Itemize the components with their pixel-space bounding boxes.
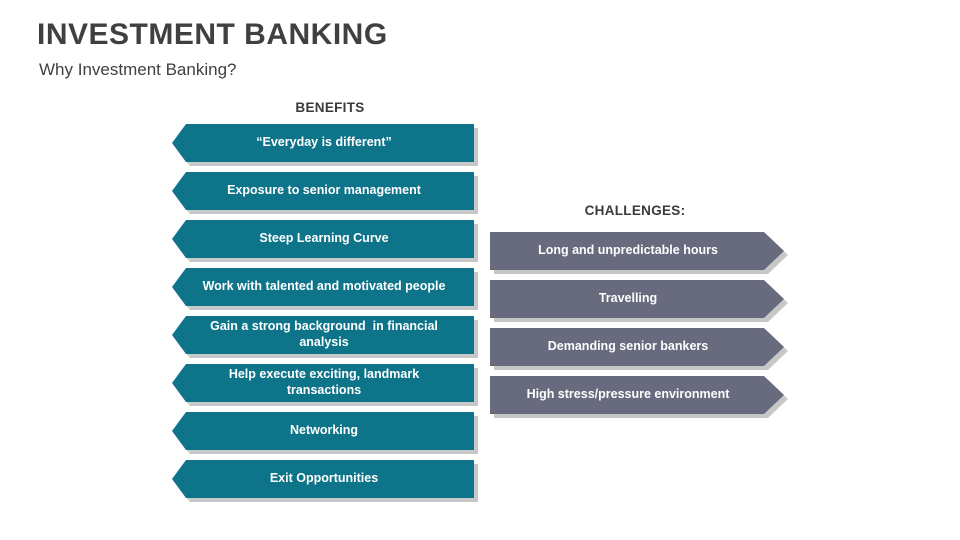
benefit-item[interactable]: “Everyday is different” (172, 124, 478, 166)
benefit-item-label: Help execute exciting, landmark transact… (228, 367, 423, 397)
benefit-arrow-shape[interactable]: Help execute exciting, landmark transact… (172, 364, 474, 402)
challenge-item[interactable]: Demanding senior bankers (490, 328, 784, 366)
benefit-item-label: Exposure to senior management (227, 183, 421, 198)
benefit-item-label: Networking (289, 423, 359, 438)
challenge-item[interactable]: Travelling (490, 280, 784, 318)
challenges-heading: CHALLENGES: (584, 203, 686, 218)
challenge-item-label: High stress/pressure environment (526, 387, 730, 402)
benefit-arrow-shape[interactable]: Exit Opportunities (172, 460, 474, 498)
benefit-item[interactable]: Help execute exciting, landmark transact… (172, 364, 478, 406)
benefit-item[interactable]: Work with talented and motivated people (172, 268, 478, 310)
benefit-item[interactable]: Steep Learning Curve (172, 220, 478, 262)
challenge-arrow-shape[interactable]: Demanding senior bankers (490, 328, 784, 366)
page-subtitle: Why Investment Banking? (39, 60, 237, 79)
benefit-arrow-shape[interactable]: Work with talented and motivated people (172, 268, 474, 306)
benefit-arrow-shape[interactable]: Gain a strong background in financial an… (172, 316, 474, 354)
benefit-item[interactable]: Exposure to senior management (172, 172, 478, 214)
benefit-item[interactable]: Exit Opportunities (172, 460, 478, 502)
challenge-arrow-shape[interactable]: Travelling (490, 280, 784, 318)
benefit-item-label: “Everyday is different” (256, 135, 392, 150)
benefits-heading: BENEFITS (295, 100, 365, 115)
benefit-arrow-shape[interactable]: Networking (172, 412, 474, 450)
challenge-item-label: Travelling (598, 291, 658, 306)
challenge-arrow-shape[interactable]: Long and unpredictable hours (490, 232, 784, 270)
benefit-item[interactable]: Gain a strong background in financial an… (172, 316, 478, 358)
challenge-item[interactable]: High stress/pressure environment (490, 376, 784, 414)
benefit-item-label: Work with talented and motivated people (202, 279, 446, 294)
challenge-item[interactable]: Long and unpredictable hours (490, 232, 784, 270)
challenge-item-label: Long and unpredictable hours (538, 243, 718, 258)
benefit-arrow-shape[interactable]: “Everyday is different” (172, 124, 474, 162)
benefit-arrow-shape[interactable]: Steep Learning Curve (172, 220, 474, 258)
challenge-arrow-shape[interactable]: High stress/pressure environment (490, 376, 784, 414)
benefit-item-label: Steep Learning Curve (259, 231, 389, 246)
benefit-item-label: Exit Opportunities (269, 471, 379, 486)
page-title: INVESTMENT BANKING (37, 18, 388, 51)
benefit-item-label: Gain a strong background in financial an… (210, 319, 442, 349)
benefits-list: “Everyday is different” Exposure to senio… (172, 124, 478, 508)
benefit-arrow-shape[interactable]: Exposure to senior management (172, 172, 474, 210)
benefit-item[interactable]: Networking (172, 412, 478, 454)
challenge-item-label: Demanding senior bankers (547, 339, 709, 354)
